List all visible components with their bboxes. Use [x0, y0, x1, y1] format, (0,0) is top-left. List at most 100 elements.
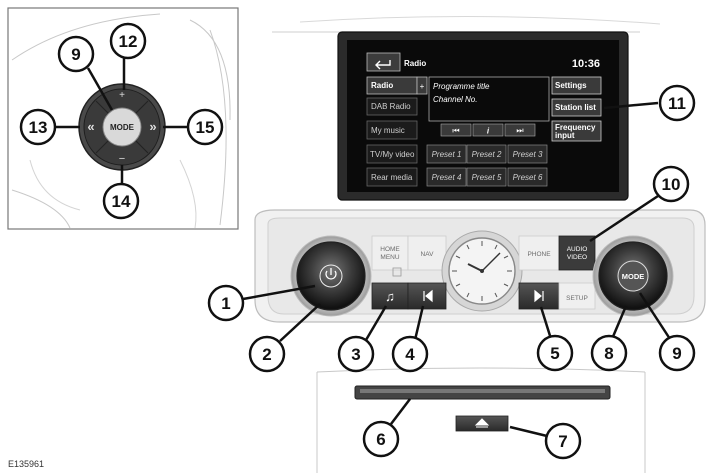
svg-text:8: 8 — [604, 344, 613, 363]
preset-label: Preset 5 — [472, 173, 502, 182]
back-button[interactable] — [366, 52, 401, 72]
callout-11: 11 — [658, 84, 696, 122]
callout-14: 14 — [102, 182, 140, 220]
svg-text:7: 7 — [558, 432, 567, 451]
clock-hour-hand — [467, 263, 483, 272]
menu-item-label: My music — [371, 126, 405, 135]
callout-4: 4 — [391, 335, 429, 373]
channel-number: Channel No. — [433, 95, 477, 104]
menu-item-label: Rear media — [371, 173, 413, 182]
svg-text:1: 1 — [221, 294, 230, 313]
callout-2: 2 — [248, 335, 286, 373]
cd-unit — [316, 367, 646, 473]
frequency-input-label-2: input — [555, 131, 575, 140]
callouts: 1 2 3 4 5 6 7 8 — [19, 22, 696, 460]
menu-item-rear-media[interactable] — [366, 167, 418, 187]
touch-screen-unit: Radio 10:36 Radio + DAB Radio My music T… — [272, 15, 661, 201]
svg-text:11: 11 — [668, 94, 686, 113]
menu-item-label: TV/My video — [370, 150, 415, 159]
home-menu-label: HOME — [380, 246, 400, 253]
audio-video-button[interactable] — [558, 235, 596, 271]
seek-back-button[interactable] — [407, 282, 447, 310]
preset-label: Preset 2 — [472, 150, 502, 159]
info-icon: i — [487, 127, 490, 136]
preset-button[interactable] — [507, 167, 548, 187]
screen-clock: 10:36 — [572, 58, 600, 70]
preset-button[interactable] — [426, 167, 467, 187]
inset-mode-label: MODE — [110, 123, 135, 132]
callout-15: 15 — [186, 108, 224, 146]
leader-lines — [242, 101, 672, 438]
callout-7: 7 — [544, 422, 582, 460]
callout-5: 5 — [536, 334, 574, 372]
preset-button[interactable] — [466, 167, 507, 187]
station-list-label: Station list — [555, 103, 596, 112]
previous-icon: ⏮ — [452, 126, 459, 135]
source-menu: Radio + DAB Radio My music TV/My video R… — [366, 76, 428, 187]
screen-title: Radio — [404, 59, 426, 68]
callout-9: 9 — [658, 334, 696, 372]
audio-video-label-2: VIDEO — [567, 254, 587, 261]
preset-label: Preset 1 — [432, 150, 462, 159]
svg-text:6: 6 — [376, 430, 385, 449]
svg-text:13: 13 — [29, 118, 48, 137]
eject-icon — [474, 418, 490, 428]
preset-label: Preset 4 — [432, 173, 462, 182]
svg-text:14: 14 — [112, 192, 131, 211]
callout-3: 3 — [337, 335, 375, 373]
svg-text:15: 15 — [196, 118, 215, 137]
next-button[interactable] — [504, 123, 536, 137]
seek-back-icon — [423, 289, 433, 303]
svg-text:12: 12 — [119, 32, 138, 51]
svg-text:4: 4 — [405, 345, 415, 364]
info-button[interactable] — [472, 123, 504, 137]
next-icon: ⏭ — [516, 126, 523, 135]
preset-button[interactable] — [507, 144, 548, 164]
svg-text:9: 9 — [71, 45, 80, 64]
setup-button[interactable] — [558, 282, 596, 310]
inset-mode-button[interactable] — [102, 107, 142, 147]
preset-grid: Preset 1 Preset 2 Preset 3 Preset 4 Pres… — [426, 144, 548, 187]
svg-text:9: 9 — [672, 344, 681, 363]
callout-8: 8 — [590, 334, 628, 372]
home-menu-button[interactable] — [371, 235, 409, 271]
settings-button[interactable] — [551, 76, 602, 95]
clock-minute-hand — [481, 252, 501, 272]
home-menu-label-2: MENU — [380, 254, 399, 261]
nav-label: NAV — [421, 251, 435, 258]
svg-text:10: 10 — [662, 175, 681, 194]
programme-title: Programme title — [433, 82, 490, 91]
station-info-panel — [428, 76, 550, 122]
previous-button[interactable] — [440, 123, 472, 137]
callout-9-inset: 9 — [57, 35, 95, 73]
callout-1: 1 — [207, 284, 245, 322]
callout-13: 13 — [19, 108, 57, 146]
menu-item-tv-video[interactable] — [366, 144, 418, 164]
seek-forward-icon — [534, 289, 544, 303]
callout-10: 10 — [652, 165, 690, 203]
menu-item-dab-radio[interactable] — [366, 97, 418, 116]
nav-button[interactable] — [407, 235, 447, 271]
seek-right-icon: » — [149, 119, 156, 134]
phone-button[interactable] — [518, 235, 560, 271]
figure-id: E135961 — [8, 459, 44, 469]
svg-text:3: 3 — [351, 345, 360, 364]
preset-button[interactable] — [426, 144, 467, 164]
callout-12: 12 — [109, 22, 147, 60]
svg-text:2: 2 — [262, 345, 271, 364]
frequency-input-button[interactable] — [551, 120, 602, 142]
phone-label: PHONE — [527, 251, 551, 258]
setup-label: SETUP — [566, 295, 588, 302]
svg-text:5: 5 — [550, 344, 559, 363]
power-volume-knob[interactable] — [296, 241, 366, 311]
station-list-button[interactable] — [551, 98, 602, 117]
menu-item-label: Radio — [371, 81, 393, 90]
expand-icon: + — [420, 82, 425, 91]
mode-knob-label: MODE — [622, 272, 645, 281]
preset-label: Preset 6 — [513, 173, 543, 182]
preset-button[interactable] — [466, 144, 507, 164]
preset-label: Preset 3 — [513, 150, 543, 159]
minus-icon: − — [119, 153, 125, 165]
menu-item-my-music[interactable] — [366, 120, 418, 140]
